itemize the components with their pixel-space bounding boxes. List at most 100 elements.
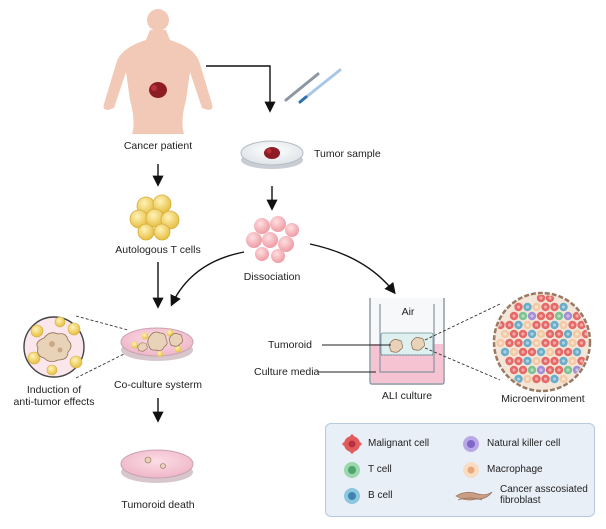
micro-cell-nucleus [512, 368, 516, 372]
micro-cell [545, 347, 555, 357]
air-label: Air [401, 306, 415, 318]
legend-t-cell: T cell [368, 464, 392, 475]
micro-cell [541, 320, 550, 330]
micro-cell [559, 338, 568, 348]
micro-cell-nucleus [543, 323, 548, 327]
autologous-t-cells-label: Autologous T cells [115, 244, 201, 256]
micro-cell-nucleus [570, 359, 575, 363]
surgical-tools-icon [284, 68, 342, 104]
micro-cell-nucleus [561, 323, 566, 327]
micro-cell-nucleus [579, 323, 584, 327]
micro-cell-nucleus [534, 377, 539, 381]
micro-cell [509, 329, 519, 339]
micro-cell-nucleus [525, 305, 530, 309]
t-cell-icon [344, 462, 360, 478]
tumor-sample-label: Tumor sample [314, 148, 381, 160]
micro-cell-nucleus [516, 305, 521, 309]
micro-cell [559, 356, 568, 366]
micro-cell [554, 365, 564, 375]
micro-cell-nucleus [534, 305, 539, 309]
micro-cell [509, 311, 519, 321]
micro-cell [536, 365, 546, 375]
micro-cell-nucleus [503, 350, 507, 354]
micro-cell-nucleus [498, 323, 503, 327]
micro-cell-nucleus [552, 323, 557, 327]
legend-caf-line1: Cancer asscosiated [500, 484, 588, 495]
micro-cell-nucleus [525, 359, 530, 363]
micro-cell-nucleus [575, 314, 579, 318]
micro-cell [536, 311, 546, 321]
micro-cell-nucleus [534, 359, 539, 363]
microenvironment-label: Microenvironment [501, 393, 585, 405]
micro-cell [550, 374, 559, 384]
micro-cell [536, 329, 546, 339]
cancer-patient-label: Cancer patient [123, 140, 193, 152]
micro-cell [572, 347, 582, 357]
micro-cell [563, 347, 573, 357]
micro-cell-nucleus [543, 305, 548, 309]
micro-cell [527, 329, 537, 339]
micro-cell [523, 320, 532, 330]
micro-cell [496, 338, 505, 348]
micro-cell-nucleus [530, 350, 534, 354]
tumoroid-label: Tumoroid [268, 339, 312, 351]
micro-cell [572, 329, 582, 339]
micro-cell [563, 365, 573, 375]
micro-cell-nucleus [552, 305, 557, 309]
t-cell-cluster [129, 194, 180, 241]
micro-cell-nucleus [516, 377, 521, 381]
micro-cell-nucleus [552, 341, 557, 345]
micro-cell [577, 338, 586, 348]
microenvironment-circle [492, 291, 592, 393]
micro-cell [581, 329, 588, 339]
micro-cell [514, 338, 523, 348]
induction-label-line1: Induction of [26, 384, 82, 396]
micro-cell-nucleus [566, 332, 570, 336]
legend-b-cell: B cell [368, 490, 393, 501]
micro-cell [568, 320, 577, 330]
micro-cell-nucleus [530, 332, 534, 336]
micro-cell-nucleus [503, 332, 507, 336]
micro-cell-nucleus [521, 314, 525, 318]
micro-cell [523, 338, 532, 348]
micro-cell [527, 365, 537, 375]
micro-cell [563, 329, 573, 339]
micro-cell-nucleus [512, 314, 516, 318]
micro-cell [523, 356, 532, 366]
micro-cell [554, 311, 564, 321]
micro-cell-nucleus [521, 332, 525, 336]
micro-cell [563, 311, 573, 321]
micro-cell [509, 365, 519, 375]
micro-cell [518, 365, 528, 375]
micro-cell [527, 347, 537, 357]
patient-figure [103, 9, 213, 134]
micro-cell [577, 320, 586, 330]
micro-cell [550, 320, 559, 330]
micro-cell-nucleus [507, 323, 512, 327]
tumoroid-death-label: Tumoroid death [121, 499, 195, 511]
micro-cell-nucleus [575, 368, 579, 372]
micro-cell-nucleus [543, 341, 548, 345]
micro-cell-nucleus [525, 377, 530, 381]
micro-cell-nucleus [548, 350, 552, 354]
micro-cell [554, 347, 564, 357]
micro-cell-nucleus [516, 323, 521, 327]
micro-cell [541, 338, 550, 348]
fibroblast-icon [455, 491, 493, 501]
legend-icons [342, 434, 493, 504]
micro-cell [505, 338, 514, 348]
micro-cell-nucleus [548, 368, 552, 372]
ali-culture-well [369, 298, 445, 385]
micro-cell [536, 295, 546, 303]
micro-cell-nucleus [539, 350, 543, 354]
legend-malignant-cell: Malignant cell [368, 438, 430, 449]
micro-cell-nucleus [561, 341, 566, 345]
micro-cell [554, 329, 564, 339]
micro-cell-nucleus [539, 332, 543, 336]
micro-cell [532, 356, 541, 366]
induction-label-line2: anti-tumor effects [13, 396, 95, 408]
micro-cell [559, 374, 568, 384]
micro-cell [518, 347, 528, 357]
dissociation-label: Dissociation [243, 271, 301, 283]
micro-cell-nucleus [539, 314, 543, 318]
